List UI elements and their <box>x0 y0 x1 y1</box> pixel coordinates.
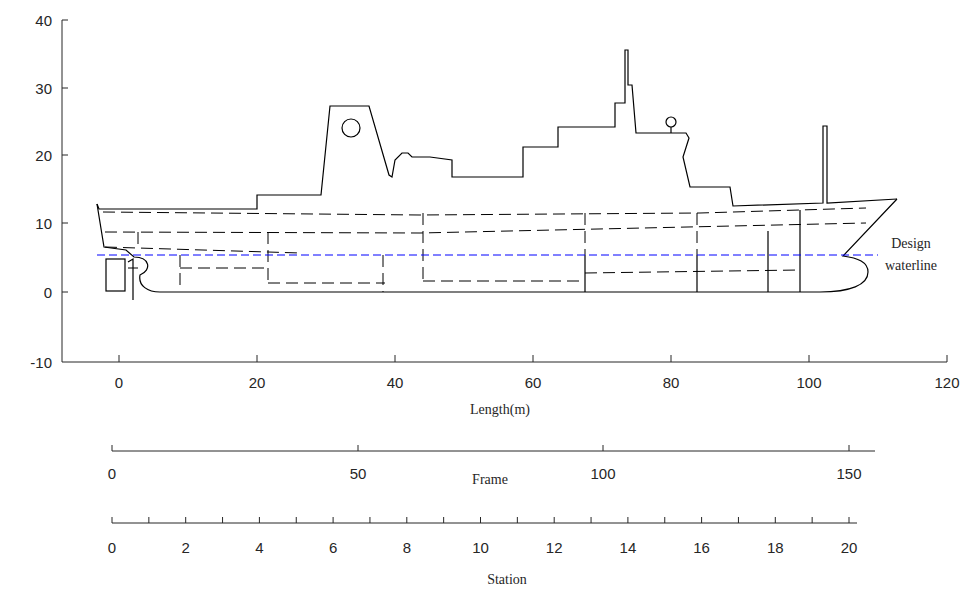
x-tick-label: 120 <box>934 374 959 391</box>
station-tick-label: 12 <box>546 539 563 556</box>
hull <box>97 199 897 292</box>
waterline-label: Design waterline <box>880 233 942 277</box>
ship-outline <box>97 50 897 300</box>
x-tick-label: 100 <box>796 374 821 391</box>
x-tick-label: 60 <box>525 374 542 391</box>
propeller <box>128 259 138 300</box>
station-tick-label: 18 <box>767 539 784 556</box>
frame-tick-label: 50 <box>350 465 367 482</box>
axis-title: Length(m) <box>470 402 530 418</box>
funnel-emblem <box>342 119 360 137</box>
deck-line <box>105 223 866 233</box>
station-tick-label: 2 <box>182 539 190 556</box>
x-tick-label: 80 <box>663 374 680 391</box>
y-ticks <box>62 20 68 292</box>
x-tick-label: 20 <box>249 374 266 391</box>
design-waterline <box>97 255 878 256</box>
deck-line <box>103 208 866 215</box>
x-tick-label: 40 <box>387 374 404 391</box>
axis-lines <box>62 20 947 362</box>
station-tick-label: 14 <box>620 539 637 556</box>
radar-dome <box>666 117 676 127</box>
station-tick-label: 16 <box>693 539 710 556</box>
y-tick-label: 40 <box>35 12 52 29</box>
internal-decks <box>103 208 866 292</box>
rudder <box>106 259 125 291</box>
bulkheads <box>585 210 800 292</box>
tank-line <box>105 247 300 253</box>
tank-top <box>180 268 800 283</box>
station-tick-label: 10 <box>472 539 489 556</box>
scale-title: Frame <box>472 472 508 488</box>
superstructure <box>97 50 897 209</box>
y-tick-label: 30 <box>35 80 52 97</box>
x-tick-label: 0 <box>115 374 123 391</box>
frame-tick-label: 0 <box>108 465 116 482</box>
frame-tick-label: 150 <box>836 465 861 482</box>
station-tick-label: 4 <box>255 539 263 556</box>
y-tick-label: 10 <box>35 215 52 232</box>
axes <box>62 20 947 523</box>
scale-title: Station <box>487 572 527 588</box>
compartment-lines <box>138 213 697 292</box>
station-scale <box>112 517 857 523</box>
station-tick-label: 8 <box>403 539 411 556</box>
station-tick-label: 20 <box>841 539 858 556</box>
frame-tick-label: 100 <box>590 465 615 482</box>
station-tick-label: 6 <box>329 539 337 556</box>
radar-stem <box>670 127 671 133</box>
frame-scale <box>112 445 875 451</box>
y-tick-label: -10 <box>30 354 52 371</box>
x-ticks <box>119 355 947 362</box>
y-tick-label: 20 <box>35 147 52 164</box>
station-tick-label: 0 <box>108 539 116 556</box>
y-tick-label: 0 <box>44 284 52 301</box>
